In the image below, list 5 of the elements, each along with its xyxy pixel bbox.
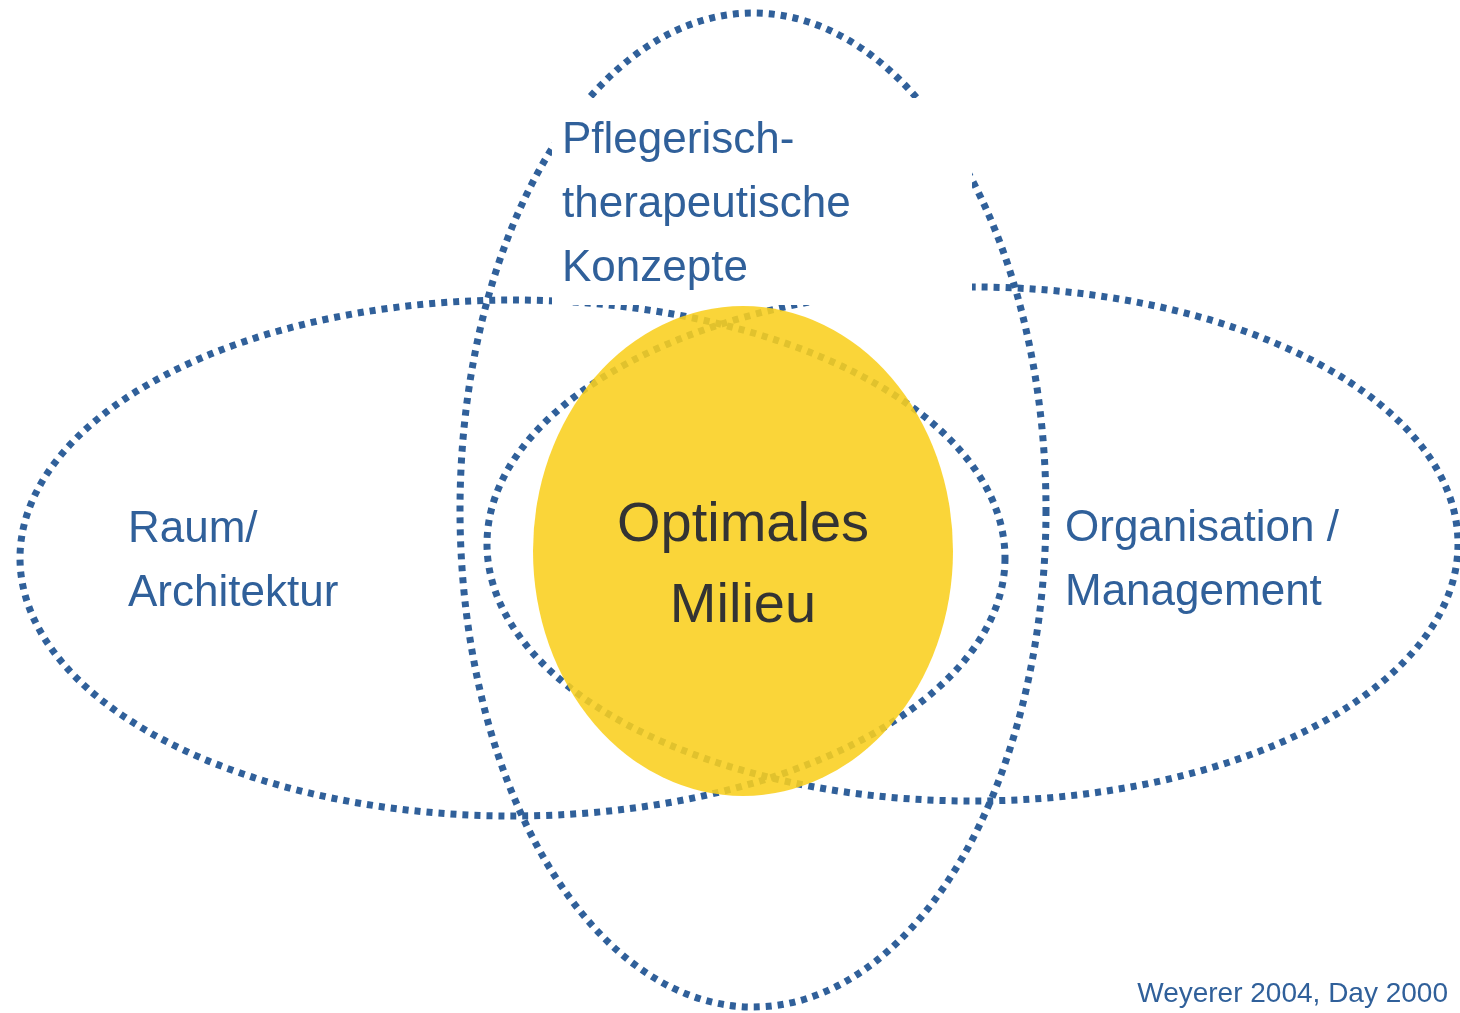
ellipse-label: Raum/ Architektur xyxy=(128,501,340,617)
source-citation: Weyerer 2004, Day 2000 xyxy=(1137,977,1448,1009)
ellipse-label: Organisation / Management xyxy=(1065,500,1340,616)
ellipse-label: Optimales Milieu xyxy=(615,489,871,637)
ellipse-label: Pflegerisch-therapeutische Konzepte xyxy=(552,98,972,306)
